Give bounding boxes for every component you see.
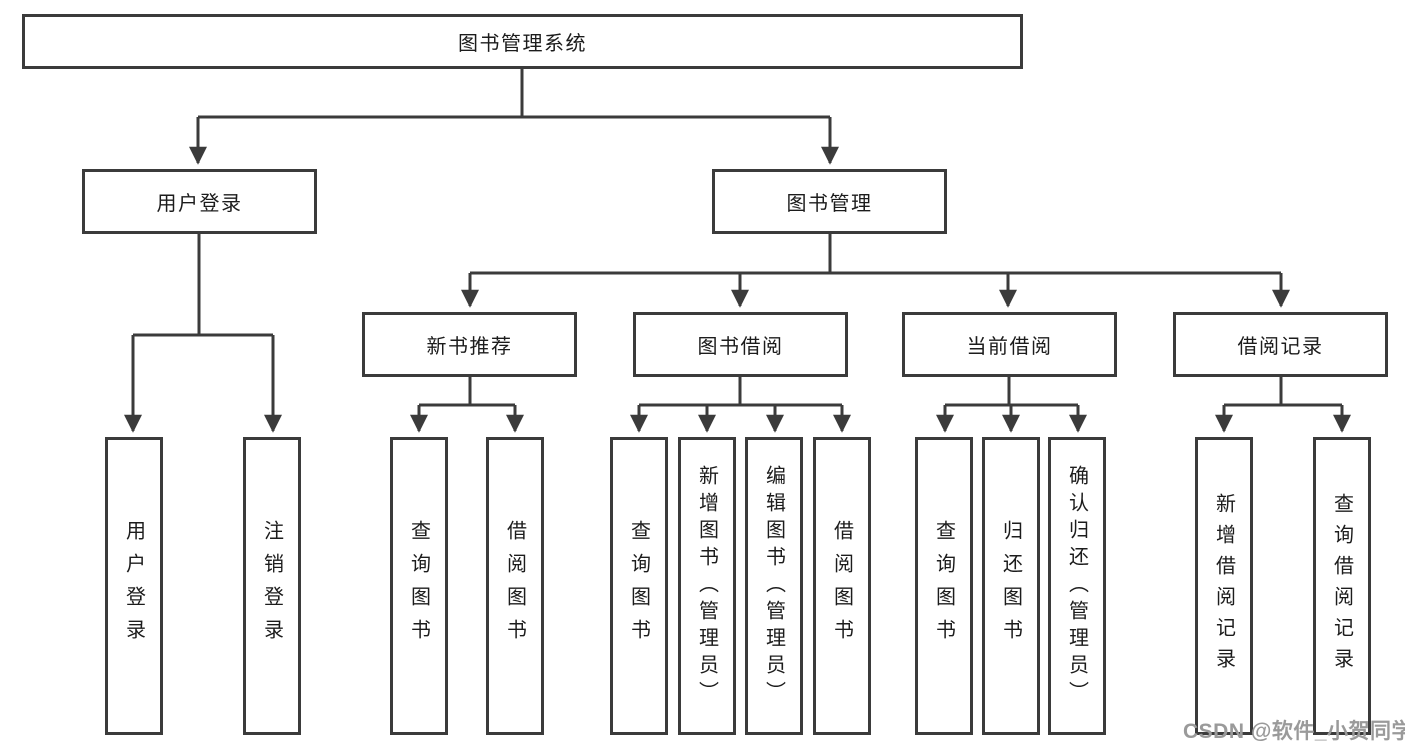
leaf-query-books-borrowing: 查询图书: [610, 437, 668, 735]
leaf-add-borrow-record: 新增借阅记录: [1195, 437, 1253, 735]
leaf-borrow-books-recommend: 借阅图书: [486, 437, 544, 735]
node-book-borrowing: 图书借阅: [633, 312, 848, 377]
leaf-query-borrow-record: 查询借阅记录: [1313, 437, 1371, 735]
leaf-return-books: 归还图书: [982, 437, 1040, 735]
node-borrowing-records: 借阅记录: [1173, 312, 1388, 377]
leaf-query-books-current: 查询图书: [915, 437, 973, 735]
leaf-query-books-recommend: 查询图书: [390, 437, 448, 735]
leaf-user-login: 用户登录: [105, 437, 163, 735]
leaf-edit-book-admin: 编辑图书（管理员）: [745, 437, 803, 735]
node-new-book-recommend: 新书推荐: [362, 312, 577, 377]
node-root: 图书管理系统: [22, 14, 1023, 69]
node-user-login: 用户登录: [82, 169, 317, 234]
leaf-logout: 注销登录: [243, 437, 301, 735]
leaf-confirm-return-admin: 确认归还（管理员）: [1048, 437, 1106, 735]
node-current-borrowing: 当前借阅: [902, 312, 1117, 377]
leaf-borrow-books-borrowing: 借阅图书: [813, 437, 871, 735]
leaf-add-book-admin: 新增图书（管理员）: [678, 437, 736, 735]
node-book-management: 图书管理: [712, 169, 947, 234]
watermark: CSDN @软件_小贺同学: [1183, 720, 1405, 743]
